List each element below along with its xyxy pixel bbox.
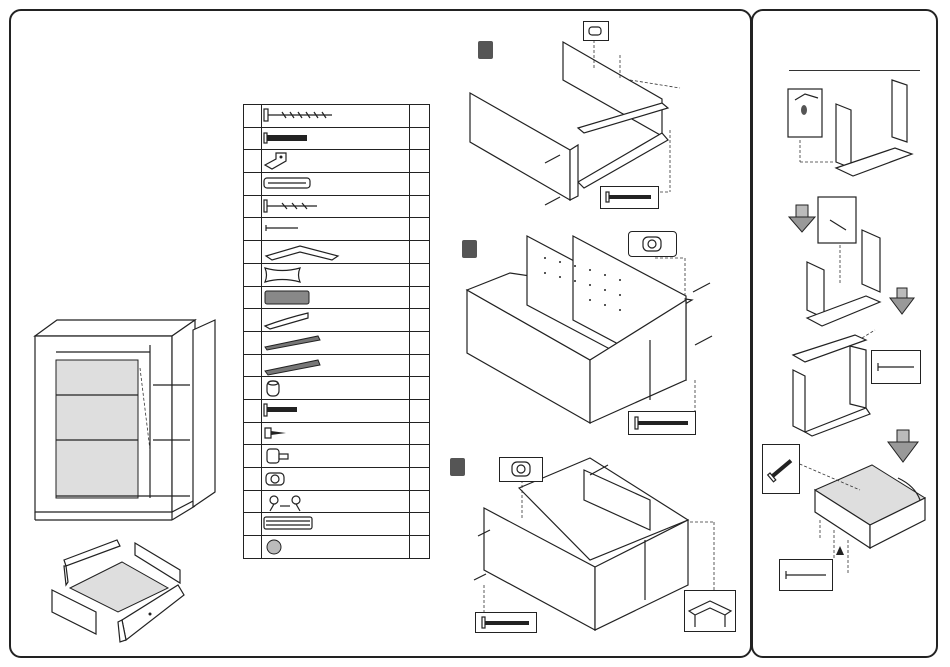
press-arrow-icon xyxy=(888,430,918,462)
nail-callout-drawer xyxy=(871,350,921,384)
wood-screw-icon xyxy=(763,445,799,493)
nail-callout-drawer-bottom xyxy=(779,559,833,591)
nail-icon xyxy=(780,560,832,590)
press-arrow-icon xyxy=(890,288,914,314)
drawer-sides-step xyxy=(788,80,912,176)
drawer-bottom-slide-step xyxy=(793,330,875,436)
press-arrow-icon xyxy=(789,205,815,232)
drawer-back-step xyxy=(807,197,880,326)
screw-callout-drawer xyxy=(762,444,800,494)
nail-icon xyxy=(872,351,920,383)
